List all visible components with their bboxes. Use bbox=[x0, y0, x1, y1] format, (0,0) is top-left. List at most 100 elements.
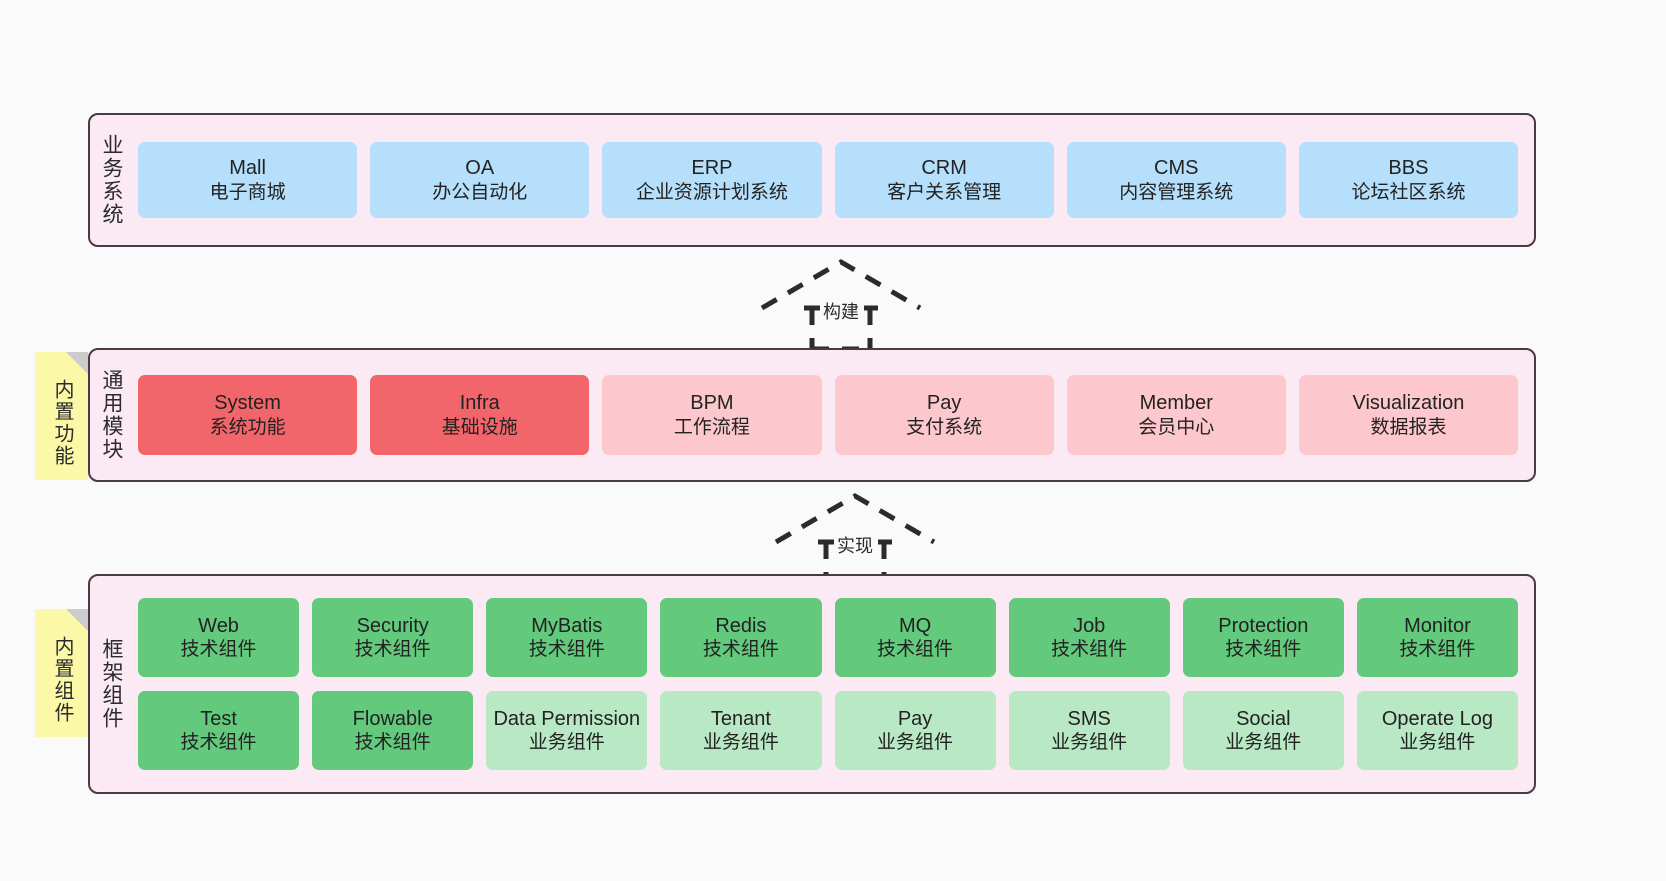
card-title: Social bbox=[1236, 707, 1291, 730]
card-title: Redis bbox=[715, 614, 767, 637]
card-title: MQ bbox=[898, 614, 932, 637]
card-title: Pay bbox=[897, 707, 933, 730]
card-redis[interactable]: Redis 技术组件 bbox=[660, 598, 822, 677]
card-subtitle: 业务组件 bbox=[702, 732, 779, 754]
card-member[interactable]: Member 会员中心 bbox=[1066, 375, 1286, 455]
card-subtitle: 技术组件 bbox=[180, 639, 257, 661]
card-title: ERP bbox=[691, 157, 733, 180]
layer-cards-business-system: Mall 电子商城 OA 办公自动化 ERP 企业资源计划系统 CRM 客户关系… bbox=[132, 115, 1534, 245]
card-title: System bbox=[214, 392, 281, 415]
card-mq[interactable]: MQ 技术组件 bbox=[834, 598, 996, 677]
card-job[interactable]: Job 技术组件 bbox=[1008, 598, 1170, 677]
card-subtitle: 支付系统 bbox=[906, 416, 983, 438]
card-title: BPM bbox=[690, 392, 734, 415]
note-builtin-component[interactable]: 内置组件 bbox=[35, 609, 88, 737]
card-title: Web bbox=[198, 614, 239, 637]
card-subtitle: 基础设施 bbox=[441, 416, 518, 438]
card-subtitle: 数据报表 bbox=[1370, 416, 1447, 438]
card-row: System 系统功能 Infra 基础设施 BPM 工作流程 Pay 支付系统… bbox=[138, 375, 1519, 455]
card-subtitle: 技术组件 bbox=[528, 639, 605, 661]
note-label: 内置组件 bbox=[51, 636, 73, 724]
layer-title-business-system: 业务系统 bbox=[100, 134, 124, 226]
card-subtitle: 论坛社区系统 bbox=[1351, 181, 1466, 203]
card-title: Tenant bbox=[710, 707, 771, 730]
card-subtitle: 业务组件 bbox=[1051, 732, 1128, 754]
card-bpm[interactable]: BPM 工作流程 bbox=[602, 375, 822, 455]
card-subtitle: 业务组件 bbox=[528, 732, 605, 754]
card-subtitle: 内容管理系统 bbox=[1119, 181, 1234, 203]
card-protection[interactable]: Protection 技术组件 bbox=[1182, 598, 1344, 677]
card-infra[interactable]: Infra 基础设施 bbox=[370, 375, 590, 455]
card-erp[interactable]: ERP 企业资源计划系统 bbox=[602, 142, 822, 218]
card-subtitle: 系统功能 bbox=[209, 416, 286, 438]
card-subtitle: 企业资源计划系统 bbox=[635, 181, 788, 203]
card-sms[interactable]: SMS 业务组件 bbox=[1008, 691, 1170, 770]
card-title: Test bbox=[200, 707, 237, 730]
layer-common-module[interactable]: 通用模块 System 系统功能 Infra 基础设施 BPM 工作流程 Pay… bbox=[88, 348, 1536, 482]
card-title: SMS bbox=[1067, 707, 1111, 730]
card-cms[interactable]: CMS 内容管理系统 bbox=[1066, 142, 1286, 218]
card-subtitle: 技术组件 bbox=[180, 732, 257, 754]
card-subtitle: 工作流程 bbox=[673, 416, 750, 438]
card-title: Monitor bbox=[1404, 614, 1471, 637]
card-social[interactable]: Social 业务组件 bbox=[1182, 691, 1344, 770]
card-crm[interactable]: CRM 客户关系管理 bbox=[834, 142, 1054, 218]
connector-build[interactable]: 构建 bbox=[756, 256, 926, 351]
card-title: Job bbox=[1073, 614, 1106, 637]
card-title: Pay bbox=[926, 392, 962, 415]
card-security[interactable]: Security 技术组件 bbox=[312, 598, 474, 677]
card-title: OA bbox=[465, 157, 495, 180]
card-subtitle: 业务组件 bbox=[877, 732, 954, 754]
card-subtitle: 技术组件 bbox=[1225, 639, 1302, 661]
card-title: Visualization bbox=[1352, 392, 1465, 415]
layer-title-framework-component: 框架组件 bbox=[100, 638, 124, 730]
card-row: Web 技术组件 Security 技术组件 MyBatis 技术组件 Redi… bbox=[138, 598, 1518, 677]
card-title: CMS bbox=[1154, 157, 1199, 180]
note-builtin-function[interactable]: 内置功能 bbox=[35, 352, 88, 480]
card-subtitle: 技术组件 bbox=[354, 639, 431, 661]
card-subtitle: 技术组件 bbox=[354, 732, 431, 754]
card-title: Operate Log bbox=[1381, 707, 1494, 730]
card-monitor[interactable]: Monitor 技术组件 bbox=[1356, 598, 1518, 677]
card-title: Protection bbox=[1218, 614, 1309, 637]
card-title: Mall bbox=[229, 157, 266, 180]
card-subtitle: 技术组件 bbox=[877, 639, 954, 661]
card-tenant[interactable]: Tenant 业务组件 bbox=[660, 691, 822, 770]
card-visualization[interactable]: Visualization 数据报表 bbox=[1298, 375, 1519, 455]
connector-label-build: 构建 bbox=[820, 298, 862, 324]
layer-framework-component[interactable]: 框架组件 Web 技术组件 Security 技术组件 MyBatis 技术组件… bbox=[88, 574, 1536, 794]
card-subtitle: 技术组件 bbox=[1051, 639, 1128, 661]
layer-business-system[interactable]: 业务系统 Mall 电子商城 OA 办公自动化 ERP 企业资源计划系统 CRM… bbox=[88, 113, 1536, 247]
card-pay-module[interactable]: Pay 支付系统 bbox=[834, 375, 1054, 455]
card-subtitle: 客户关系管理 bbox=[887, 181, 1002, 203]
card-row: Mall 电子商城 OA 办公自动化 ERP 企业资源计划系统 CRM 客户关系… bbox=[138, 142, 1519, 218]
note-label: 内置功能 bbox=[51, 379, 73, 467]
card-title: BBS bbox=[1388, 157, 1429, 180]
card-operate-log[interactable]: Operate Log 业务组件 bbox=[1356, 691, 1518, 770]
card-title: Member bbox=[1139, 392, 1213, 415]
card-subtitle: 电子商城 bbox=[209, 181, 286, 203]
card-flowable[interactable]: Flowable 技术组件 bbox=[312, 691, 474, 770]
card-mall[interactable]: Mall 电子商城 bbox=[138, 142, 358, 218]
card-pay-component[interactable]: Pay 业务组件 bbox=[834, 691, 996, 770]
card-web[interactable]: Web 技术组件 bbox=[138, 598, 300, 677]
connector-realize[interactable]: 实现 bbox=[770, 490, 940, 585]
card-system[interactable]: System 系统功能 bbox=[138, 375, 358, 455]
layer-cards-common-module: System 系统功能 Infra 基础设施 BPM 工作流程 Pay 支付系统… bbox=[132, 350, 1534, 480]
card-title: Security bbox=[356, 614, 429, 637]
connector-label-realize: 实现 bbox=[834, 532, 876, 558]
card-subtitle: 技术组件 bbox=[702, 639, 779, 661]
card-title: Flowable bbox=[352, 707, 433, 730]
card-title: MyBatis bbox=[531, 614, 603, 637]
card-bbs[interactable]: BBS 论坛社区系统 bbox=[1298, 142, 1519, 218]
card-row: Test 技术组件 Flowable 技术组件 Data Permission … bbox=[138, 691, 1518, 770]
card-subtitle: 业务组件 bbox=[1399, 732, 1476, 754]
card-subtitle: 会员中心 bbox=[1138, 416, 1215, 438]
card-mybatis[interactable]: MyBatis 技术组件 bbox=[486, 598, 648, 677]
layer-title-common-module: 通用模块 bbox=[100, 369, 124, 461]
card-oa[interactable]: OA 办公自动化 bbox=[370, 142, 590, 218]
card-test[interactable]: Test 技术组件 bbox=[138, 691, 300, 770]
card-data-permission[interactable]: Data Permission 业务组件 bbox=[486, 691, 648, 770]
card-subtitle: 业务组件 bbox=[1225, 732, 1302, 754]
